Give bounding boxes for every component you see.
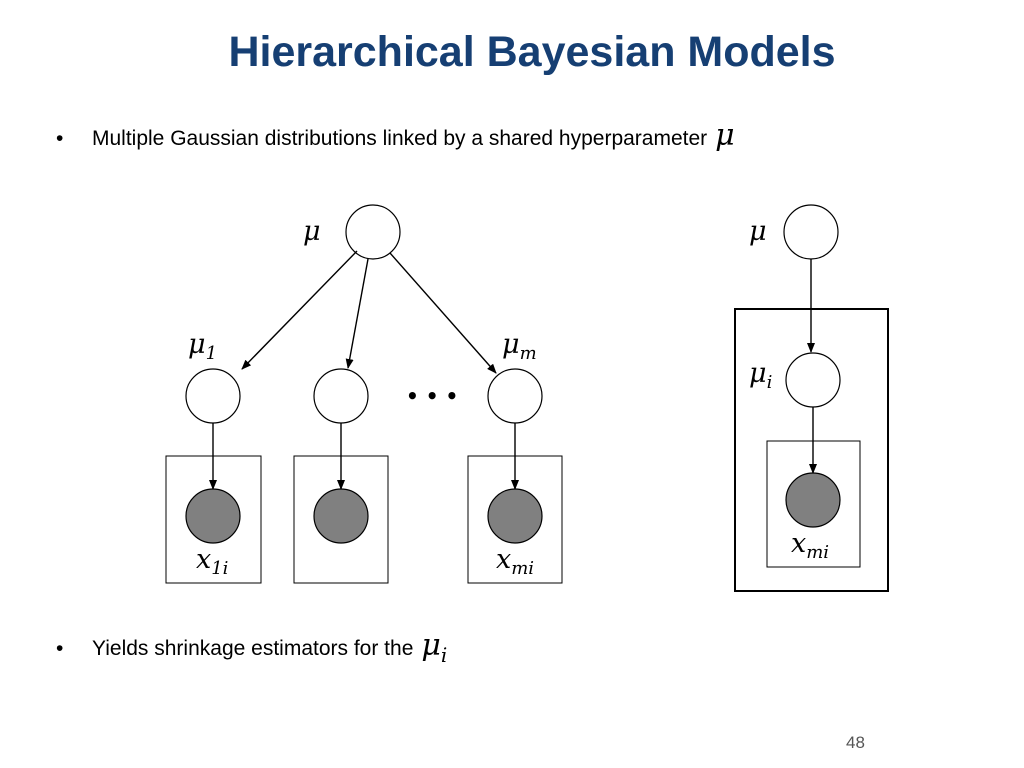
left-diagram: μ μ1 μm • • • x1i xmi bbox=[165, 204, 563, 584]
xm-observed-node bbox=[487, 488, 543, 544]
page-number: 48 bbox=[846, 733, 865, 752]
right-root-node bbox=[783, 204, 839, 260]
mum-label-sub: m bbox=[520, 343, 537, 364]
mu1-label-base: μ bbox=[188, 329, 206, 360]
x1-observed-node bbox=[185, 488, 241, 544]
x1i-label-base: x bbox=[196, 544, 211, 575]
xmi-label-right: xmi bbox=[791, 528, 829, 563]
mu1-label: μ1 bbox=[188, 329, 217, 364]
mum-node bbox=[487, 368, 543, 424]
bullet-item-2: • Yields shrinkage estimators for the μi bbox=[56, 628, 447, 667]
mui-label-base: μ bbox=[749, 358, 767, 389]
xmi-observed-node bbox=[785, 472, 841, 528]
bullet-math-mu: μ bbox=[715, 118, 735, 153]
bullet-text: Multiple Gaussian distributions linked b… bbox=[92, 127, 708, 150]
mu1-node bbox=[185, 368, 241, 424]
bullet-math-sub: i bbox=[440, 643, 448, 667]
mum-label: μm bbox=[502, 329, 537, 364]
slide-title: Hierarchical Bayesian Models bbox=[228, 28, 836, 76]
ellipsis-text: • • • bbox=[406, 384, 458, 408]
x1i-label-sub: 1i bbox=[211, 558, 228, 579]
left-root-node bbox=[345, 204, 401, 260]
edge-root-to-mu2 bbox=[345, 258, 369, 369]
mum-label-base: μ bbox=[502, 329, 520, 360]
xmi-right-label-base: x bbox=[791, 528, 806, 559]
bullet-dot-icon: • bbox=[56, 637, 64, 660]
left-root-label: μ bbox=[303, 216, 321, 247]
edge-root-to-mu1 bbox=[241, 250, 358, 370]
mui-node bbox=[785, 352, 841, 408]
x2-observed-node bbox=[313, 488, 369, 544]
mu2-node bbox=[313, 368, 369, 424]
right-root-label: μ bbox=[749, 216, 767, 247]
bullet-math-base: μ bbox=[421, 628, 441, 663]
x1i-label: x1i bbox=[196, 544, 228, 579]
mui-label: μi bbox=[749, 358, 772, 393]
xmi-label-left: xmi bbox=[496, 544, 534, 579]
bullet-text: Yields shrinkage estimators for the bbox=[92, 637, 414, 660]
xmi-left-label-base: x bbox=[496, 544, 511, 575]
bullet-dot-icon: • bbox=[56, 127, 64, 150]
right-diagram: μ μi xmi bbox=[734, 204, 889, 592]
bullet-math-mu-i: μi bbox=[421, 628, 447, 667]
edge-root-to-mum bbox=[389, 252, 497, 374]
xmi-left-label-sub: mi bbox=[511, 558, 534, 579]
xmi-right-label-sub: mi bbox=[806, 542, 829, 563]
bullet-item-1: • Multiple Gaussian distributions linked… bbox=[56, 118, 735, 153]
mu1-label-sub: 1 bbox=[206, 343, 217, 364]
mui-label-sub: i bbox=[767, 372, 773, 393]
